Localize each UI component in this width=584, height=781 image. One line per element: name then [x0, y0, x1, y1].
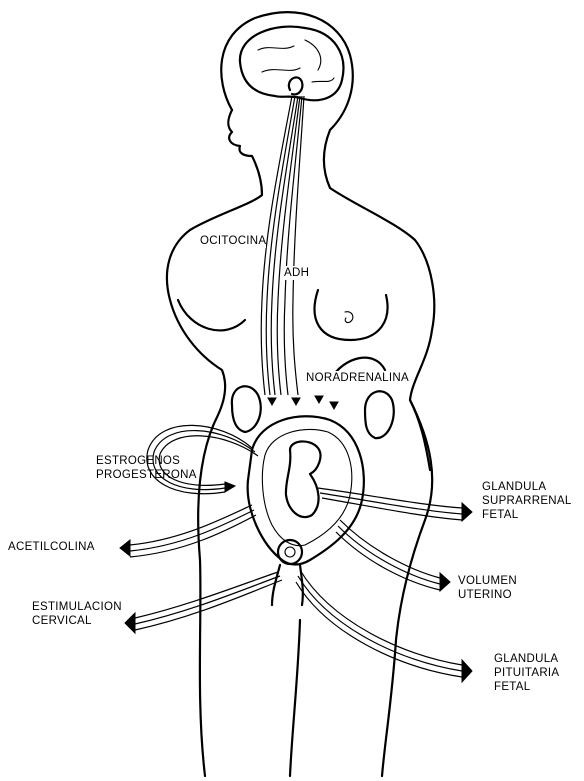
brain	[240, 27, 344, 101]
acetilcolina-fibers	[120, 505, 256, 557]
label-suprarrenal-2: SUPRARRENAL	[482, 494, 572, 508]
pituitary-gland	[289, 77, 303, 94]
label-volumen-text: VOLUMEN	[458, 574, 517, 588]
label-uterino-text: UTERINO	[458, 588, 517, 602]
uterus-inner	[262, 429, 351, 545]
volumen-fibers	[336, 520, 450, 591]
brain-folds	[258, 40, 334, 82]
label-glandula-pituitaria-fetal: GLANDULA PITUITARIA FETAL	[494, 652, 559, 694]
neural-fibers	[261, 96, 304, 395]
pituitaria-fibers	[296, 570, 472, 682]
label-progesterona-text: PROGESTERONA	[96, 468, 197, 482]
label-suprarrenal-3: FETAL	[482, 508, 572, 522]
label-estrogenos-progesterona: ESTROGENOS PROGESTERONA	[96, 454, 197, 482]
label-ocitocina: OCITOCINA	[200, 234, 266, 248]
label-cervical-text: CERVICAL	[32, 614, 122, 628]
right-arm	[410, 400, 430, 470]
estimulacion-cervical-fibers	[125, 572, 282, 633]
cervix-inner	[285, 547, 295, 557]
right-breast	[315, 290, 388, 340]
label-estimulacion-cervical: ESTIMULACION CERVICAL	[32, 600, 122, 628]
label-glandula-suprarrenal-fetal: GLANDULA SUPRARRENAL FETAL	[482, 480, 572, 522]
face-profile	[167, 110, 262, 776]
inner-leg	[290, 620, 300, 776]
label-estimulacion-text: ESTIMULACION	[32, 600, 122, 614]
downward-arrows	[268, 396, 338, 409]
fetus	[286, 441, 321, 517]
left-breast	[178, 300, 245, 330]
label-pituitaria-1: GLANDULA	[494, 652, 559, 666]
right-adrenal-gland	[365, 391, 394, 438]
label-acetilcolina-text: ACETILCOLINA	[8, 540, 95, 554]
label-noradrenalina-text: NORADRENALINA	[306, 371, 409, 385]
label-ocitocina-text: OCITOCINA	[200, 234, 266, 248]
label-suprarrenal-1: GLANDULA	[482, 480, 572, 494]
label-acetilcolina: ACETILCOLINA	[8, 540, 95, 554]
nipple	[345, 312, 353, 323]
label-adh-text: ADH	[284, 266, 309, 280]
label-adh: ADH	[284, 266, 309, 280]
label-pituitaria-2: PITUITARIA	[494, 666, 559, 680]
label-volumen-uterino: VOLUMEN UTERINO	[458, 574, 517, 602]
left-adrenal-gland	[232, 386, 261, 432]
label-estrogenos-text: ESTROGENOS	[96, 454, 197, 468]
label-noradrenalina: NORADRENALINA	[306, 371, 409, 385]
label-pituitaria-3: FETAL	[494, 680, 559, 694]
